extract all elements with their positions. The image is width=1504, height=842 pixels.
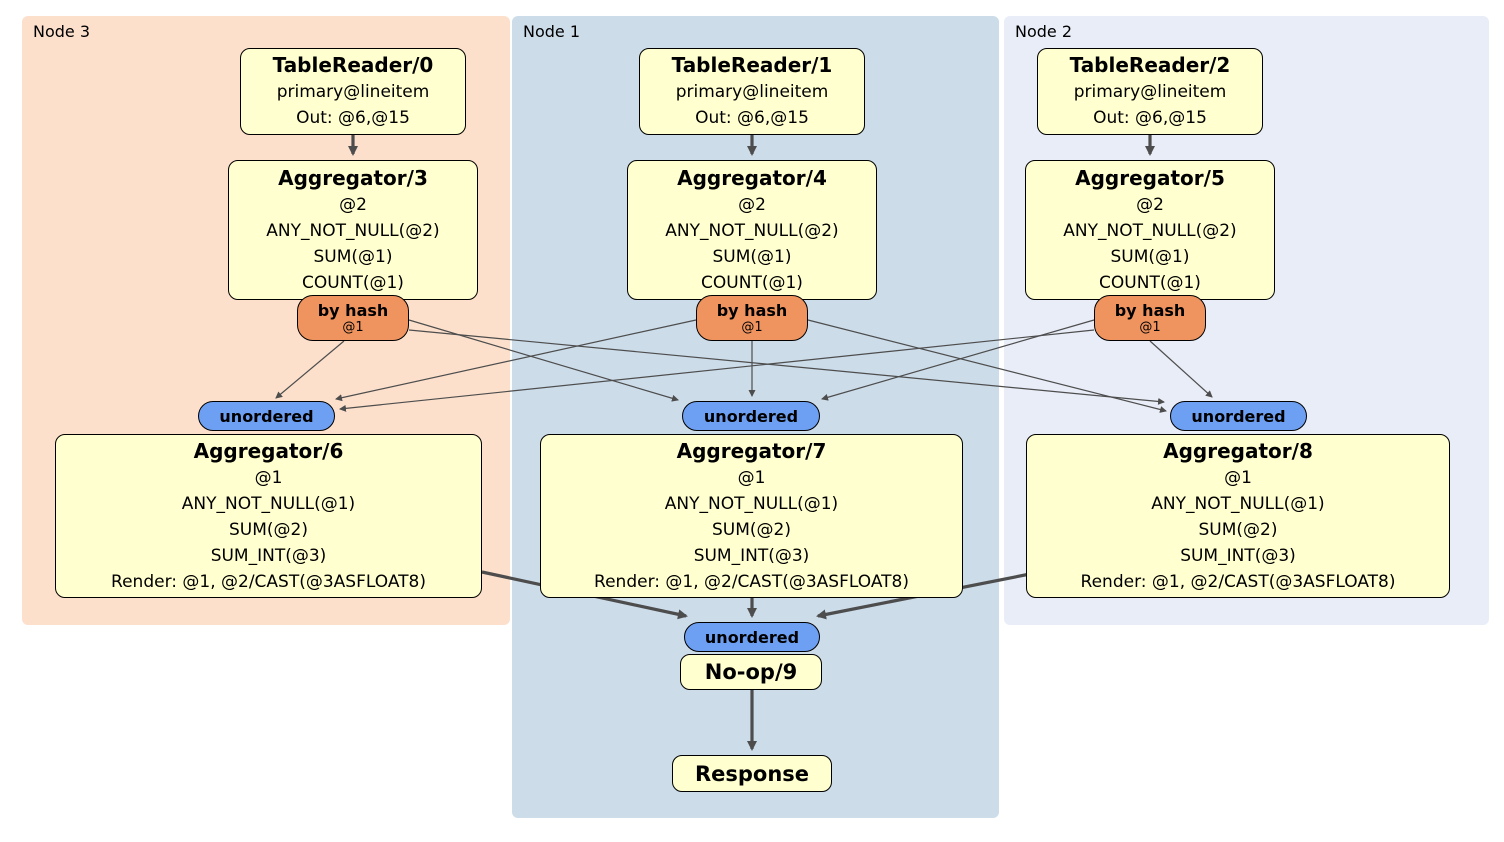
aggregator-6: Aggregator/6 @1 ANY_NOT_NULL(@1) SUM(@2)…: [55, 434, 482, 598]
agg-fn: SUM(@2): [1198, 519, 1278, 540]
agg-fn: SUM(@2): [712, 519, 791, 540]
aggregator-8: Aggregator/8 @1 ANY_NOT_NULL(@1) SUM(@2)…: [1026, 434, 1450, 598]
aggregator-5: Aggregator/5 @2 ANY_NOT_NULL(@2) SUM(@1)…: [1025, 160, 1275, 300]
processor-title: Aggregator/4: [677, 165, 827, 190]
group-cols: @1: [254, 467, 283, 488]
hash-router-2: by hash @1: [1094, 295, 1206, 341]
group-cols: @2: [339, 194, 367, 215]
agg-fn: ANY_NOT_NULL(@1): [1151, 493, 1325, 514]
group-cols: @2: [738, 194, 766, 215]
agg-fn: SUM(@1): [313, 246, 393, 267]
unordered-stream-final: unordered: [684, 622, 820, 652]
index-line: primary@lineitem: [675, 82, 829, 102]
agg-fn: SUM_INT(@3): [693, 545, 810, 566]
processor-title: TableReader/1: [671, 53, 833, 77]
unordered-stream-3: unordered: [198, 401, 335, 431]
response-box: Response: [672, 755, 832, 792]
processor-title: No-op/9: [704, 660, 798, 684]
stream-label: unordered: [219, 406, 314, 426]
index-line: primary@lineitem: [1073, 82, 1227, 102]
processor-title: Aggregator/5: [1075, 165, 1225, 190]
node-label: Node 3: [33, 22, 91, 41]
processor-title: Aggregator/7: [676, 438, 827, 463]
render-line: Render: @1, @2/CAST(@3ASFLOAT8): [1080, 571, 1396, 592]
group-cols: @1: [737, 467, 766, 488]
group-cols: @1: [1224, 467, 1252, 488]
processor-title: Aggregator/8: [1163, 438, 1313, 463]
stream-label: unordered: [703, 406, 799, 426]
table-reader-1: TableReader/1 primary@lineitem Out: @6,@…: [639, 48, 865, 135]
hash-router-3: by hash @1: [297, 295, 409, 341]
out-line: Out: @6,@15: [695, 108, 809, 128]
node-label: Node 2: [1015, 22, 1073, 41]
agg-fn: SUM_INT(@3): [210, 545, 327, 566]
agg-fn: ANY_NOT_NULL(@1): [181, 493, 356, 514]
router-label: by hash: [1114, 300, 1186, 320]
index-line: primary@lineitem: [276, 82, 430, 102]
agg-fn: ANY_NOT_NULL(@2): [1063, 220, 1237, 241]
processor-title: Aggregator/6: [193, 438, 344, 463]
agg-fn: COUNT(@1): [302, 272, 404, 293]
unordered-stream-1: unordered: [682, 401, 820, 431]
agg-fn: SUM(@1): [712, 246, 792, 267]
agg-fn: SUM_INT(@3): [1180, 545, 1296, 566]
out-line: Out: @6,@15: [296, 108, 410, 128]
agg-fn: ANY_NOT_NULL(@2): [266, 220, 440, 241]
node-label: Node 1: [523, 22, 581, 41]
processor-title: Aggregator/3: [278, 165, 428, 190]
agg-fn: ANY_NOT_NULL(@1): [664, 493, 839, 514]
unordered-stream-2: unordered: [1170, 401, 1307, 431]
agg-fn: COUNT(@1): [701, 272, 803, 293]
aggregator-4: Aggregator/4 @2 ANY_NOT_NULL(@2) SUM(@1)…: [627, 160, 877, 300]
processor-title: Response: [694, 761, 810, 786]
processor-title: TableReader/2: [1069, 53, 1231, 77]
router-cols: @1: [342, 319, 364, 335]
table-reader-0: TableReader/0 primary@lineitem Out: @6,@…: [240, 48, 466, 135]
agg-fn: SUM(@1): [1110, 246, 1190, 267]
group-cols: @2: [1136, 194, 1164, 215]
processor-title: TableReader/0: [272, 53, 434, 77]
noop-9: No-op/9: [680, 654, 822, 690]
router-cols: @1: [1139, 319, 1161, 335]
router-label: by hash: [317, 300, 389, 320]
agg-fn: COUNT(@1): [1099, 272, 1201, 293]
aggregator-3: Aggregator/3 @2 ANY_NOT_NULL(@2) SUM(@1)…: [228, 160, 478, 300]
hash-router-1: by hash @1: [696, 295, 808, 341]
table-reader-2: TableReader/2 primary@lineitem Out: @6,@…: [1037, 48, 1263, 135]
aggregator-7: Aggregator/7 @1 ANY_NOT_NULL(@1) SUM(@2)…: [540, 434, 963, 598]
router-label: by hash: [716, 300, 788, 320]
agg-fn: ANY_NOT_NULL(@2): [665, 220, 839, 241]
agg-fn: SUM(@2): [229, 519, 308, 540]
stream-label: unordered: [704, 627, 800, 647]
router-cols: @1: [741, 319, 763, 335]
render-line: Render: @1, @2/CAST(@3ASFLOAT8): [111, 571, 426, 592]
out-line: Out: @6,@15: [1093, 108, 1207, 128]
stream-label: unordered: [1191, 406, 1286, 426]
render-line: Render: @1, @2/CAST(@3ASFLOAT8): [594, 571, 909, 592]
